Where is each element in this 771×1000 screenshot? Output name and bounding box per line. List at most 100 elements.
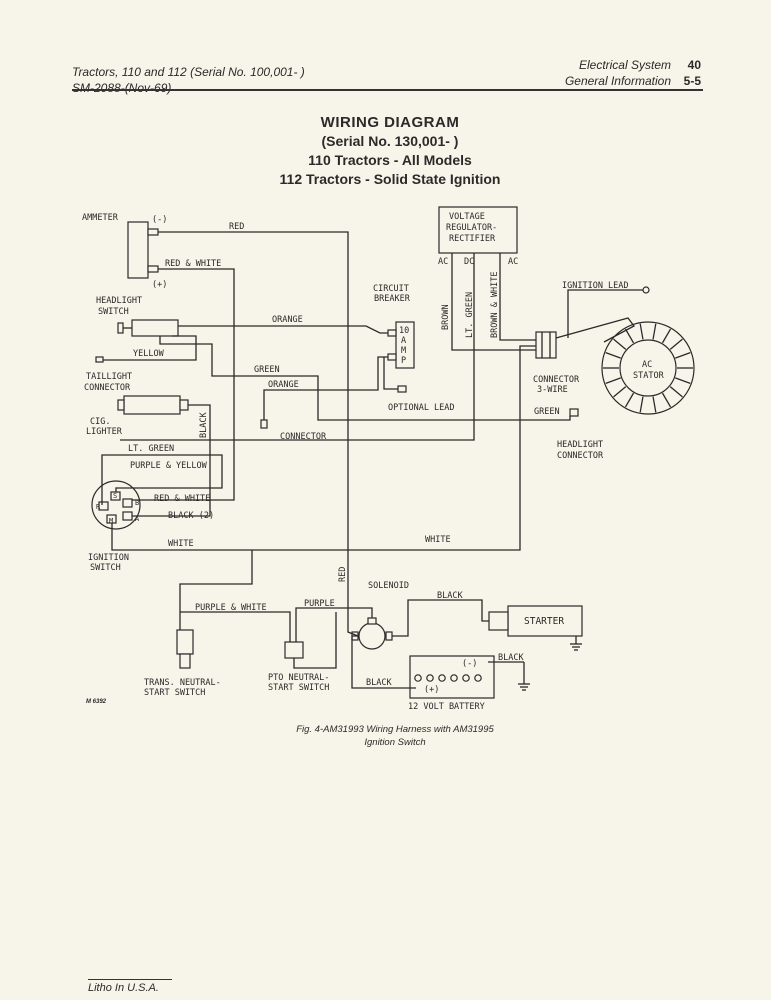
ground-symbol-starter — [570, 636, 582, 651]
stator-tooth — [605, 377, 621, 385]
stator-tooth — [624, 392, 635, 408]
label-wire-white-right: WHITE — [425, 535, 451, 545]
starter-nose — [488, 611, 509, 631]
label-breaker-amp-a: A — [401, 336, 406, 346]
connector-block — [260, 419, 268, 429]
label-wire-orange2: ORANGE — [268, 380, 299, 390]
label-battery-plus: (+) — [424, 685, 439, 695]
connector-3wire-body — [535, 331, 557, 359]
label-wire-black-vertical: BLACK — [199, 412, 209, 438]
label-cig-lighter-2: LIGHTER — [86, 427, 123, 437]
stator-tooth — [652, 396, 657, 413]
label-wire-black-battery-minus: BLACK — [498, 653, 524, 663]
stator-tooth — [605, 351, 621, 359]
stator-tooth — [675, 351, 691, 359]
headlight-switch-body — [131, 319, 179, 337]
ignition-terminal-a — [122, 511, 133, 521]
solenoid-terminal-top — [367, 617, 377, 625]
header-section-number: 40 — [687, 58, 701, 72]
diagram-serial: (Serial No. 130,001- ) — [321, 133, 459, 149]
solenoid-body — [358, 622, 386, 650]
label-starter: STARTER — [524, 616, 564, 627]
stator-tooth — [613, 338, 627, 350]
label-ignition-s: S — [113, 492, 117, 500]
caption-line-2: Ignition Switch — [364, 737, 426, 748]
label-vrr-3: RECTIFIER — [449, 234, 496, 244]
caption-line-1: Fig. 4-AM31993 Wiring Harness with AM319… — [296, 724, 494, 735]
headlight-connector-right — [569, 408, 579, 417]
circuit-breaker-terminal-top — [387, 329, 397, 337]
battery-cell — [414, 674, 422, 682]
label-ac-stator-2: STATOR — [633, 371, 665, 381]
battery-cells — [414, 674, 482, 682]
label-ignition-switch-1: IGNITION — [88, 553, 129, 563]
battery-cell — [450, 674, 458, 682]
label-wire-red-white2: RED & WHITE — [154, 494, 210, 504]
label-ignition-lead: IGNITION LEAD — [562, 281, 629, 291]
label-ammeter: AMMETER — [82, 213, 119, 223]
label-ammeter-pos: (+) — [152, 280, 167, 290]
label-connector-3wire-2: 3-WIRE — [537, 385, 568, 395]
header-model-line: Tractors, 110 and 112 (Serial No. 100,00… — [72, 65, 305, 79]
label-connector-3wire-1: CONNECTOR — [533, 375, 580, 385]
label-wire-red-white: RED & WHITE — [165, 259, 221, 269]
ignition-terminal-b — [122, 498, 133, 508]
battery-cell — [438, 674, 446, 682]
cig-lighter-body — [123, 395, 181, 415]
label-battery: 12 VOLT BATTERY — [408, 702, 485, 712]
label-ammeter-neg: (-) — [152, 215, 167, 225]
footer-rule — [88, 979, 172, 980]
ammeter-terminal-neg — [147, 228, 159, 236]
label-trans-switch-1: TRANS. NEUTRAL- — [144, 678, 221, 688]
label-optional-lead: OPTIONAL LEAD — [388, 403, 455, 413]
label-pto-switch-1: PTO NEUTRAL- — [268, 673, 329, 683]
ammeter-body — [127, 221, 149, 279]
stator-tooth — [675, 377, 691, 385]
label-wire-orange: ORANGE — [272, 315, 303, 325]
stator-tooth — [669, 338, 683, 350]
label-ignition-b: B — [135, 499, 139, 507]
label-solenoid: SOLENOID — [368, 581, 409, 591]
diagram-subtitle-110: 110 Tractors - All Models — [308, 152, 472, 168]
label-vrr-2: REGULATOR- — [446, 223, 497, 233]
stator-tooth — [613, 386, 627, 398]
header-rule — [72, 89, 703, 91]
header-left: Tractors, 110 and 112 (Serial No. 100,00… — [72, 64, 305, 96]
label-wire-purple-yellow: PURPLE & YELLOW — [130, 461, 208, 471]
stator-tooth — [652, 323, 657, 340]
label-headlight-connector-1: HEADLIGHT — [557, 440, 603, 450]
label-breaker-amp-10: 10 — [399, 326, 409, 336]
stator-tooth — [661, 328, 672, 344]
ammeter-terminal-pos — [147, 265, 159, 273]
label-wire-red: RED — [229, 222, 244, 232]
diagram-title: WIRING DIAGRAM — [320, 114, 460, 131]
diagram-title-block: WIRING DIAGRAM (Serial No. 130,001- ) 11… — [200, 113, 580, 189]
cig-lighter-knob — [117, 399, 125, 411]
label-breaker-amp-m: M — [401, 346, 406, 356]
label-breaker-amp-p: P — [401, 356, 406, 366]
label-wire-white-left: WHITE — [168, 539, 194, 549]
label-battery-minus: (-) — [462, 659, 477, 669]
label-connector: CONNECTOR — [280, 432, 327, 442]
label-cig-lighter-1: CIG. — [90, 417, 110, 427]
starter-body — [507, 605, 583, 637]
label-taillight-2: CONNECTOR — [84, 383, 131, 393]
label-wire-green-right: GREEN — [534, 407, 560, 417]
header-page-number: 5-5 — [683, 74, 701, 88]
ignition-lead-bracket — [555, 317, 635, 343]
label-wire-green: GREEN — [254, 365, 280, 375]
label-pto-switch-2: START SWITCH — [268, 683, 329, 693]
label-trans-switch-2: START SWITCH — [144, 688, 205, 698]
ignition-lead-terminal — [642, 286, 650, 294]
label-wire-black-battery-plus: BLACK — [366, 678, 392, 688]
label-wire-black-top: BLACK — [437, 591, 463, 601]
headlight-switch-knob — [117, 322, 124, 334]
header-manual-code: SM-2088-(Nov-69) — [72, 81, 172, 95]
label-ignition-m: M — [109, 517, 113, 525]
stator-tooth — [661, 392, 672, 408]
label-taillight-1: TAILLIGHT — [86, 372, 132, 382]
stator-tooth — [624, 328, 635, 344]
